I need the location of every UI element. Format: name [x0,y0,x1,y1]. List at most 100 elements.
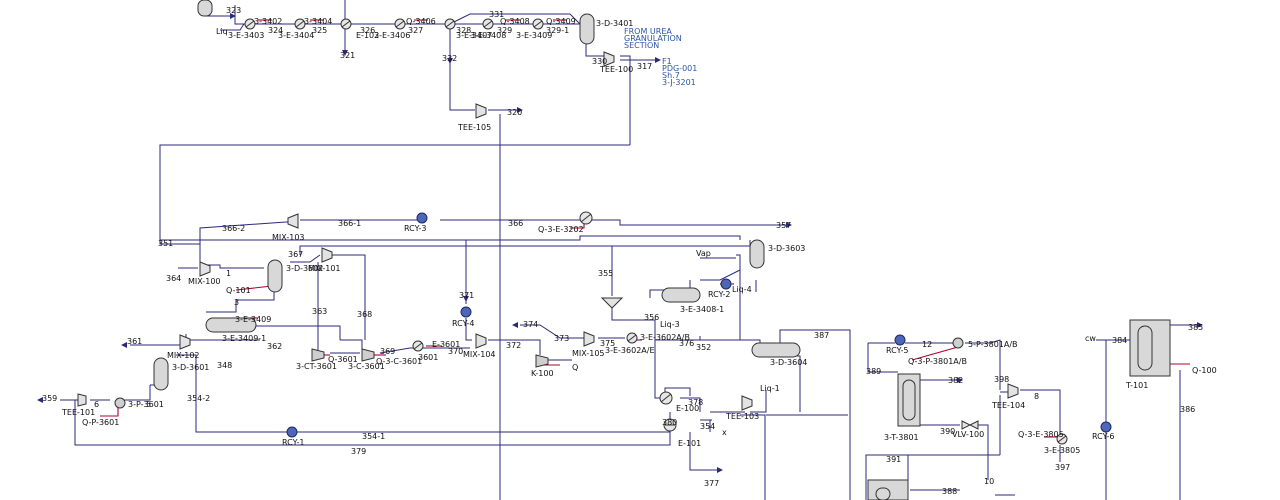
stream-label: 329 [497,26,512,35]
unit-label: Q-3601 [328,355,358,364]
off-page-note: SECTION [624,41,659,50]
stream-label: 362 [267,342,282,351]
stream-label: 354-2 [187,394,210,403]
unit-label: 3-E-3409 [235,315,271,324]
off-page-note: F1 [662,57,672,66]
stream-label: 384 [1112,336,1127,345]
stream-label: 354-1 [362,432,385,441]
stream-label: 332 [442,54,457,63]
unit-label: Q-3-E-3805 [1018,430,1064,439]
stream-label: 12 [922,340,932,349]
stream-label: 377 [704,479,719,488]
stream-label: 373 [554,334,569,343]
unit-label: RCY-6 [1092,432,1115,441]
unit-label: 3-T-3801 [884,433,919,442]
stream-label: 378 [688,398,703,407]
unit-label: 3-D-3401 [596,19,633,28]
unit-operations [77,0,1171,500]
unit-label: 3-E-3602A/E [605,346,655,355]
stream-label: 391 [886,455,901,464]
unit-label: 3-D-3601 [172,363,209,372]
stream-label: 1 [226,269,231,278]
stream-label: 372 [506,341,521,350]
stream-label: 375 [600,339,615,348]
stream-label: 321 [340,51,355,60]
unit-label: Q-3-P-3801A/B [908,357,967,366]
unit-label: Q-3-E-3202 [538,225,584,234]
stream-label: 355 [598,269,613,278]
unit-label: RCY-5 [886,346,909,355]
stream-label: 356 [644,313,659,322]
stream-label: 325 [312,26,327,35]
unit-label: E-101 [678,439,701,448]
stream-label: Liq [216,27,228,36]
stream-label: 327 [408,26,423,35]
stream-label: 331 [489,10,504,19]
off-page-notes: FROM UREAGRANULATIONSECTIONF1PDG-001Sh.7… [624,27,697,87]
stream-label: 8 [1034,392,1039,401]
off-page-note: 3-J-3201 [662,78,696,87]
energy-streams [100,19,1190,438]
unit-label: 3-E-3406 [374,31,410,40]
stream-label: 320 [507,108,522,117]
stream-label: Liq-3 [660,320,680,329]
stream-label: 324 [268,26,283,35]
unit-label: Q-101 [226,286,251,295]
off-page-note: GRANULATION [624,34,682,43]
stream-label: 3 [234,298,239,307]
stream-label: 370 [448,347,463,356]
unit-label: RCY-2 [708,290,731,299]
unit-label: MIX-104 [463,350,496,359]
stream-label: 329-1 [546,26,569,35]
unit-label: TEE-105 [457,123,491,132]
unit-label: MIX-102 [167,351,200,360]
stream-label: 382 [948,376,963,385]
stream-label: 367 [288,250,303,259]
unit-label: 3-P-3601 [128,400,164,409]
stream-label: 366 [508,219,523,228]
unit-label: E-100 [676,404,699,413]
stream-label: 6 [94,400,99,409]
unit-label: MIX-100 [188,277,221,286]
unit-label: RCY-3 [404,224,427,233]
stream-label: cw [1085,334,1096,343]
stream-label: 363 [312,307,327,316]
unit-label: 3-E-3403 [228,31,264,40]
off-page-note: FROM UREA [624,27,672,36]
unit-label: Q-3408 [500,17,530,26]
unit-label: MIX-101 [308,264,341,273]
unit-label: 3-D-3604 [770,358,807,367]
unit-label: 3-E-3602A/B [640,333,690,342]
unit-label: TEE-101 [61,408,95,417]
stream-label: 385 [1188,323,1203,332]
stream-label: 352 [696,343,711,352]
unit-label: 3601 [418,353,438,362]
stream-label: 387 [814,331,829,340]
unit-label: E-102 [356,31,379,40]
stream-label: 397 [1055,463,1070,472]
stream-arrows [37,13,1203,473]
off-page-note: PDG-001 [662,64,697,73]
stream-label: 366-2 [222,224,245,233]
stream-label: 380 [662,418,677,427]
stream-label: 351 [158,239,173,248]
stream-label: 328 [456,26,471,35]
stream-label: 376 [679,339,694,348]
stream-label: 330 [592,57,607,66]
stream-label: 366-1 [338,219,361,228]
unit-label: Q-3409 [546,17,576,26]
stream-label: 371 [459,291,474,300]
unit-label: 3-E-3404 [278,31,314,40]
stream-label: 317 [637,62,652,71]
unit-label: E-3601 [432,340,460,349]
unit-label: 3-D-3602 [286,264,323,273]
unit-label: T-101 [1125,381,1148,390]
unit-label: Q-3406 [406,17,436,26]
unit-label: 3-D-3603 [768,244,805,253]
stream-label: 389 [866,367,881,376]
stream-label: 386 [1180,405,1195,414]
off-page-note: Sh.7 [662,71,680,80]
stream-label: 390 [940,427,955,436]
